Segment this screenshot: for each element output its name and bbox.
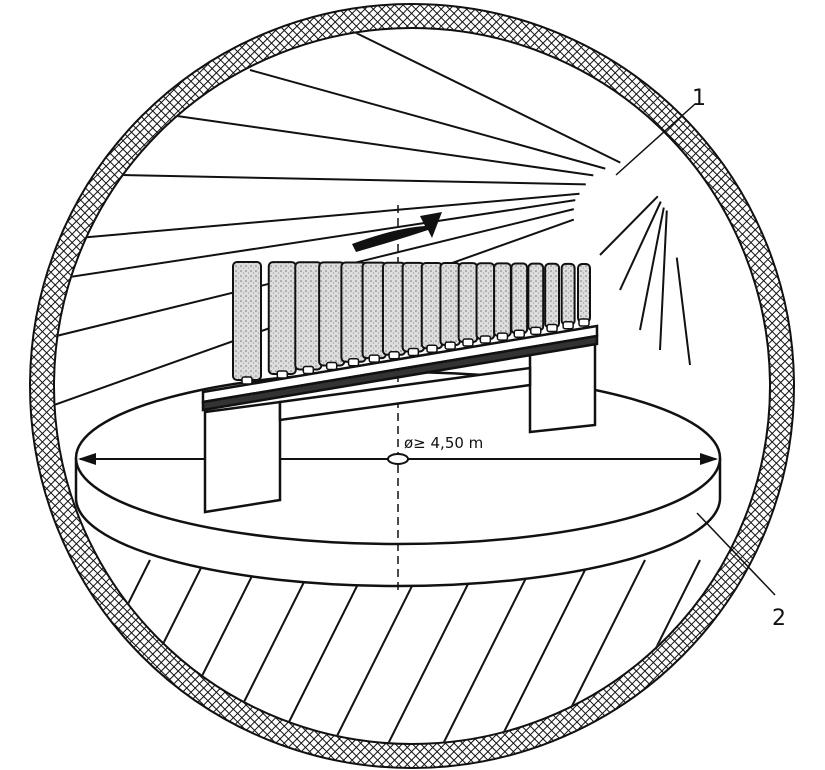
perspective-line xyxy=(659,210,668,351)
test-panel xyxy=(420,261,444,350)
test-panel xyxy=(527,262,545,332)
perspective-line xyxy=(55,199,576,281)
diameter-dimension xyxy=(78,453,718,465)
panel-stand xyxy=(201,324,599,514)
test-panel xyxy=(439,262,461,347)
test-panel xyxy=(232,261,262,381)
perspective-line xyxy=(77,192,580,239)
test-panel xyxy=(560,262,576,326)
panel-clip xyxy=(479,335,492,344)
panel-clip xyxy=(407,347,420,357)
perspective-line xyxy=(249,69,606,170)
floor-hatch-line xyxy=(379,559,481,743)
panel-clip xyxy=(546,323,558,333)
panel-clip xyxy=(302,365,315,375)
panel-clip xyxy=(325,361,338,371)
floor-hatch-line xyxy=(434,559,536,743)
panel-clip xyxy=(426,344,438,353)
test-panel xyxy=(493,262,512,338)
diameter-label: ø≥ 4,50 m xyxy=(404,434,483,452)
panel-clip xyxy=(276,370,289,379)
perspective-line xyxy=(619,201,662,291)
perspective-line xyxy=(349,29,621,164)
panel-clip xyxy=(241,376,253,385)
panel-clip xyxy=(388,351,400,360)
panel-clip xyxy=(462,338,474,347)
perspective-line xyxy=(169,114,594,177)
panel-clip xyxy=(368,354,381,363)
rotation-arrow-icon xyxy=(352,212,442,252)
test-panel xyxy=(457,262,479,344)
panel-clip xyxy=(562,320,574,330)
panel-clip xyxy=(513,329,525,338)
test-panel xyxy=(510,262,529,335)
perspective-line xyxy=(675,257,691,366)
test-panel xyxy=(267,261,297,375)
floor-hatch-line xyxy=(489,559,591,743)
panel-clip xyxy=(444,341,456,350)
panel-clip xyxy=(578,318,590,327)
test-panel xyxy=(577,263,591,323)
callout-label-2: 2 xyxy=(772,606,786,631)
panel-clip xyxy=(347,357,360,367)
perspective-line xyxy=(599,195,659,256)
chamber-wall xyxy=(30,4,794,768)
floor-hatch-line xyxy=(324,559,426,743)
perspective-line xyxy=(639,207,665,331)
test-panel xyxy=(294,261,323,371)
test-panels xyxy=(232,261,591,385)
test-panel xyxy=(544,262,561,329)
panel-clip xyxy=(530,326,542,336)
panel-clip xyxy=(496,332,509,341)
perspective-line xyxy=(119,174,586,186)
callout-label-1: 1 xyxy=(692,86,706,111)
test-panel xyxy=(475,262,496,341)
